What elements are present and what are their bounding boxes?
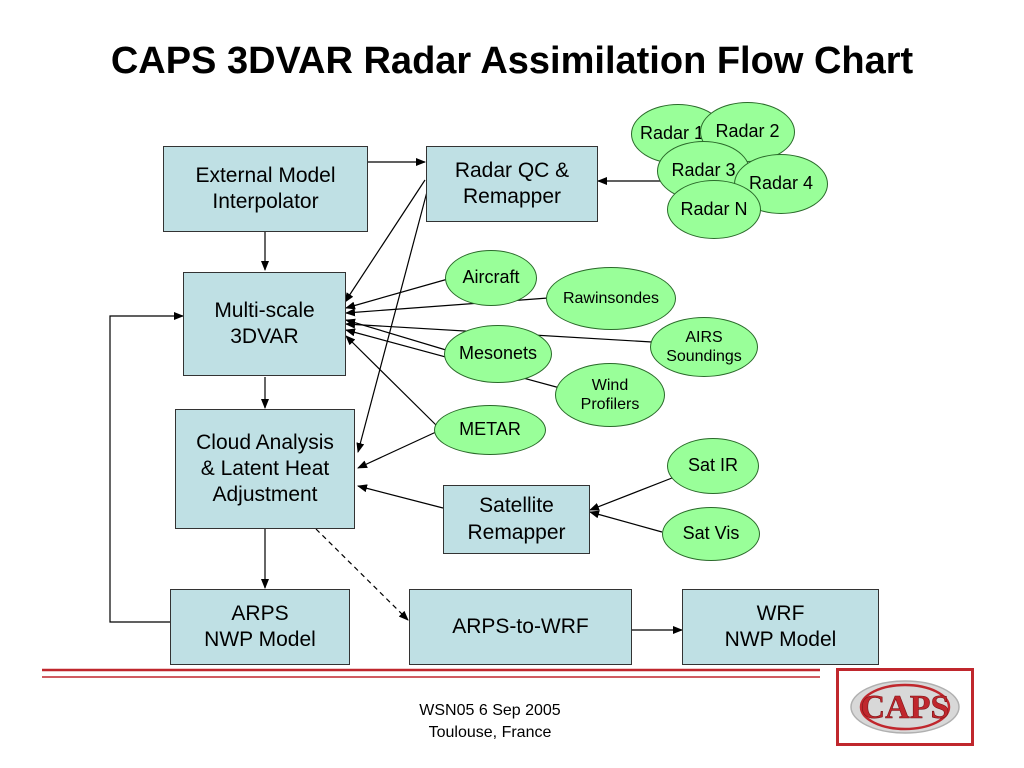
radar-2-oval: Radar 2 [700, 102, 795, 162]
footer-text: WSN05 6 Sep 2005 Toulouse, France [419, 702, 561, 741]
aircraft-oval: Aircraft [445, 250, 537, 306]
wind-profilers-oval: Wind Profilers [555, 363, 665, 427]
sat-vis-oval: Sat Vis [662, 507, 760, 561]
airs-soundings-oval: AIRS Soundings [650, 317, 758, 377]
arrow-satvis-to-satellite [589, 510, 663, 533]
sat-ir-oval: Sat IR [667, 438, 759, 494]
arrow-satellite-to-cloud [357, 484, 444, 509]
arrow-metar-to-cloud [357, 431, 437, 469]
wrf-nwp-box: WRF NWP Model [682, 589, 879, 665]
caps-logo-graphic: CAPS [850, 680, 960, 734]
arrow-radarqc-to-multiscale [344, 179, 426, 303]
arrow-metar-to-multiscale [345, 335, 437, 426]
slide-title: CAPS 3DVAR Radar Assimilation Flow Chart [110, 40, 914, 82]
arrow-aircraft-to-multiscale [345, 278, 449, 310]
caps-logo: CAPS [836, 668, 974, 746]
cloud-analysis-box: Cloud Analysis & Latent Heat Adjustment [175, 409, 355, 529]
mesonets-oval: Mesonets [444, 325, 552, 383]
caps-logo-text: CAPS [861, 689, 950, 726]
rawinsondes-oval: Rawinsondes [546, 267, 676, 330]
arrow-radarqc-to-cloud [356, 187, 429, 453]
arps-nwp-box: ARPS NWP Model [170, 589, 350, 665]
arps-to-wrf-box: ARPS-to-WRF [409, 589, 632, 665]
arrow-cloud-to-arpstowrf [315, 528, 409, 621]
radar-qc-box: Radar QC & Remapper [426, 146, 598, 222]
multiscale-3dvar-box: Multi-scale 3DVAR [183, 272, 346, 376]
arrow-arps-feedback [109, 312, 184, 623]
external-model-box: External Model Interpolator [163, 146, 368, 232]
radar-n-oval: Radar N [667, 180, 761, 239]
satellite-remapper-box: Satellite Remapper [443, 485, 590, 554]
arrow-satir-to-satellite [589, 477, 673, 511]
metar-oval: METAR [434, 405, 546, 455]
